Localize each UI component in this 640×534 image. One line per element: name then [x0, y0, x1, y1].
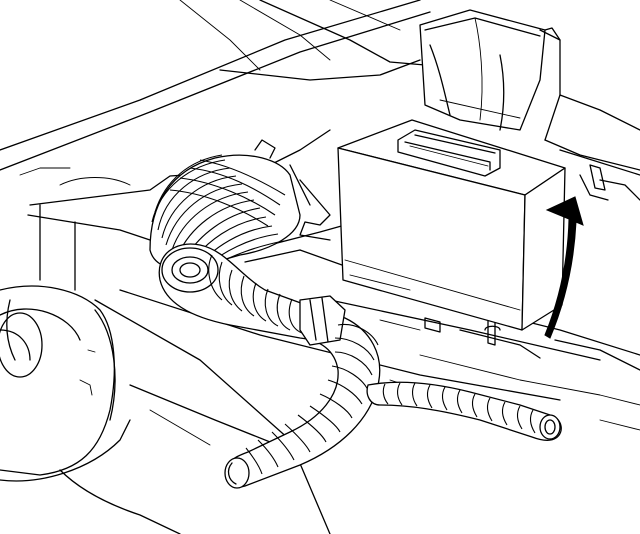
spare-tire-well	[0, 285, 211, 534]
rear-seat-back	[419, 9, 640, 171]
removal-arrow	[544, 196, 584, 339]
flex-duct-hose	[158, 243, 381, 489]
vent-grille	[397, 129, 501, 177]
small-taped-hose	[366, 381, 562, 441]
